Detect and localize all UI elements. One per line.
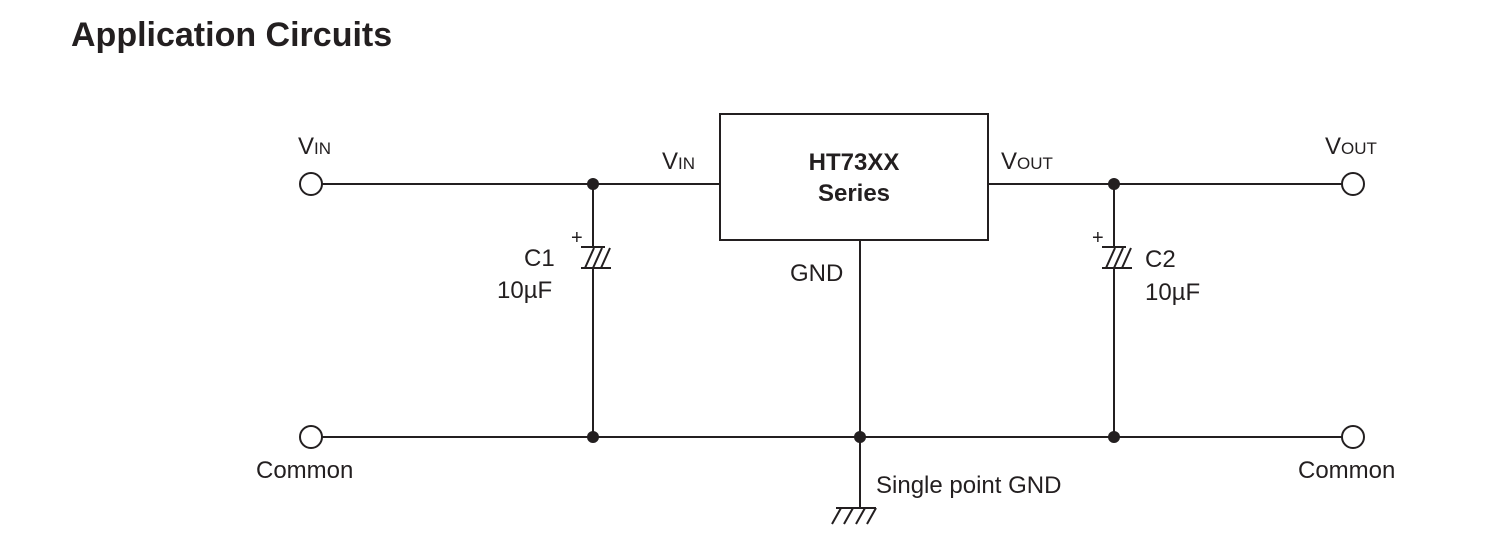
- regulator-block: [719, 113, 989, 241]
- vout-terminal: [1341, 172, 1365, 196]
- c1-name: C1: [524, 245, 555, 272]
- vin-pin-label: VIN: [662, 148, 695, 175]
- c2-value: 10µF: [1145, 279, 1200, 306]
- ground-symbol: [831, 507, 877, 525]
- common-terminal-right: [1341, 425, 1365, 449]
- page-title: Application Circuits: [71, 16, 393, 54]
- junction-dot: [587, 178, 599, 190]
- junction-dot: [1108, 431, 1120, 443]
- junction-dot: [1108, 178, 1120, 190]
- gnd-pin-label: GND: [790, 260, 843, 287]
- vin-terminal-label: VIN: [298, 133, 331, 160]
- c2-polarity: +: [1092, 227, 1104, 249]
- c1-value: 10µF: [497, 277, 552, 304]
- single-point-gnd-label: Single point GND: [876, 472, 1061, 499]
- regulator-series: Series: [818, 180, 890, 207]
- regulator-name: HT73XX: [809, 149, 900, 176]
- common-label-left: Common: [256, 457, 353, 484]
- capacitor-c2-symbol: [1102, 246, 1132, 269]
- junction-dot: [854, 431, 866, 443]
- vout-terminal-label: VOUT: [1325, 133, 1377, 160]
- junction-dot: [587, 431, 599, 443]
- vin-terminal: [299, 172, 323, 196]
- c2-name: C2: [1145, 246, 1176, 273]
- capacitor-c1-symbol: [581, 246, 611, 269]
- common-label-right: Common: [1298, 457, 1395, 484]
- vout-pin-label: VOUT: [1001, 148, 1053, 175]
- c1-polarity: +: [571, 227, 583, 249]
- common-terminal-left: [299, 425, 323, 449]
